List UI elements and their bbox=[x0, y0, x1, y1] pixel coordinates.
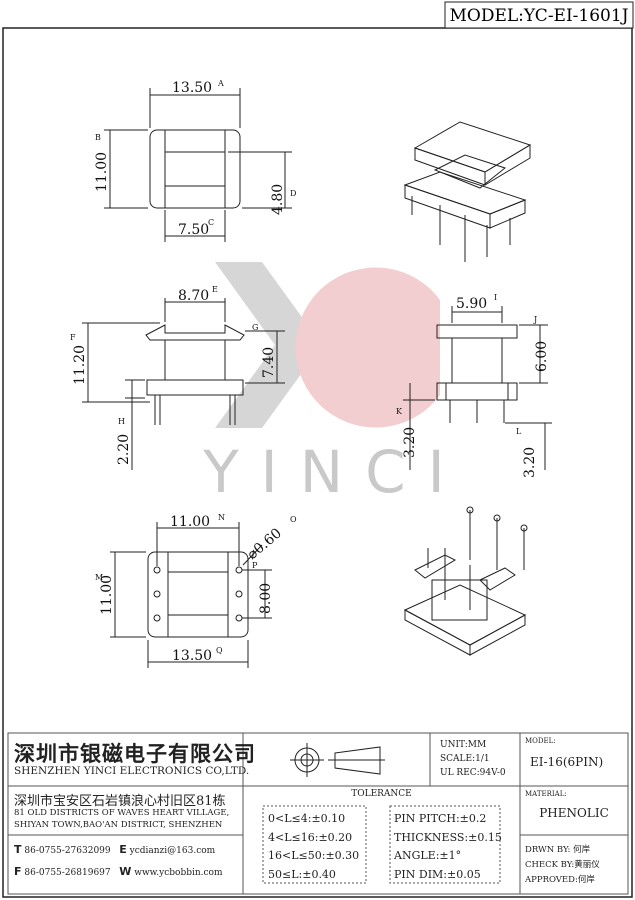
address-cn: 深圳市宝安区石岩镇浪心村旧区81栋 bbox=[14, 794, 226, 809]
model-value: EI-16(6PIN) bbox=[530, 755, 604, 769]
dim-m: 11.00 bbox=[99, 575, 115, 615]
isometric-view-top bbox=[403, 121, 532, 262]
dim-p: 8.00 bbox=[258, 583, 274, 614]
sheet-border bbox=[2, 27, 633, 898]
material-value: PHENOLIC bbox=[539, 806, 609, 820]
dim-h: 2.20 bbox=[116, 434, 132, 465]
dim-b-tag: B bbox=[95, 133, 101, 142]
approval-block: DRWN BY: 何岸 CHECK BY:黄丽仪 APPROVED:何岸 bbox=[525, 843, 600, 888]
model-header-box bbox=[444, 1, 634, 29]
tolerance-item: 4<L≤16:±0.20 bbox=[268, 830, 353, 844]
dim-k: 3.20 bbox=[402, 427, 418, 458]
dim-g-tag: G bbox=[252, 323, 258, 332]
dim-o-tag: O bbox=[290, 515, 297, 524]
isometric-view-bottom bbox=[403, 506, 528, 656]
address-en-1: 81 OLD DISTRICTS OF WAVES HEART VILLAGE, bbox=[14, 808, 230, 818]
website[interactable]: www.ycbobbin.com bbox=[134, 868, 223, 878]
dimension-labels: 13.50 A 11.00 B 7.50 C 4.80 D 8.70 E 11.… bbox=[70, 79, 550, 664]
web-label: W bbox=[119, 865, 132, 878]
dim-k-tag: K bbox=[396, 407, 403, 416]
watermark-text: YINCI bbox=[202, 438, 467, 506]
dim-c: 7.50 bbox=[178, 222, 209, 238]
dim-n: 11.00 bbox=[170, 514, 210, 530]
ul-rec: UL REC:94V-0 bbox=[440, 768, 506, 778]
front-view bbox=[82, 298, 285, 470]
side-view bbox=[403, 306, 552, 470]
drawn-by: DRWN BY: 何岸 bbox=[525, 845, 591, 855]
fax-number: 86-0755-26819697 bbox=[24, 868, 111, 878]
material-label: MATERIAL: bbox=[525, 790, 567, 798]
fax-label: F bbox=[14, 865, 22, 878]
dim-q: 13.50 bbox=[172, 648, 212, 664]
dim-g: 7.40 bbox=[261, 347, 277, 378]
dim-b: 11.00 bbox=[94, 152, 110, 192]
dim-i-tag: I bbox=[494, 293, 497, 302]
company-name-cn: 深圳市银磁电子有限公司 bbox=[14, 741, 256, 766]
dim-d: 4.80 bbox=[270, 184, 286, 215]
unit-scale-block: UNIT:MM SCALE:1/1 UL REC:94V-0 bbox=[440, 738, 506, 780]
dim-q-tag: Q bbox=[216, 646, 223, 655]
top-view bbox=[104, 88, 292, 242]
dim-a: 13.50 bbox=[172, 80, 212, 96]
email-address[interactable]: ycdianzi@163.com bbox=[129, 846, 216, 856]
tolerance-item: 16<L≤50:±0.30 bbox=[268, 849, 360, 862]
tolerance-other-list: PIN PITCH:±0.2 THICKNESS:±0.15 ANGLE:±1°… bbox=[394, 810, 502, 884]
dim-l-tag: L bbox=[516, 427, 522, 436]
model-header: MODEL:YC-EI-1601J bbox=[449, 6, 628, 26]
phone-label: T bbox=[14, 843, 22, 856]
dim-o: ⌀0.60 bbox=[244, 525, 285, 563]
tolerance-length-list: 0<L≤4:±0.10 4<L≤16:±0.20 16<L≤50:±0.30 5… bbox=[268, 810, 359, 884]
dim-f-tag: F bbox=[70, 333, 76, 342]
phone-number: 86-0755-27632099 bbox=[24, 846, 111, 856]
dim-m-tag: M bbox=[95, 573, 103, 582]
dim-h-tag: H bbox=[118, 417, 125, 426]
tolerance-item: THICKNESS:±0.15 bbox=[394, 830, 502, 844]
dim-n-tag: N bbox=[218, 513, 225, 522]
email-label: E bbox=[119, 843, 127, 856]
dim-i: 5.90 bbox=[456, 296, 487, 312]
dim-e-tag: E bbox=[212, 285, 218, 294]
tolerance-item: PIN PITCH:±0.2 bbox=[394, 812, 487, 825]
approved-by: APPROVED:何岸 bbox=[525, 875, 595, 885]
dim-e: 8.70 bbox=[178, 288, 209, 304]
fax-row: F 86-0755-26819697 W www.ycbobbin.com bbox=[14, 865, 223, 878]
phone-row: T 86-0755-27632099 E ycdianzi@163.com bbox=[14, 843, 215, 856]
check-by: CHECK BY:黄丽仪 bbox=[525, 860, 600, 870]
dim-p-tag: P bbox=[252, 561, 258, 570]
dim-a-tag: A bbox=[217, 79, 224, 88]
dim-j: 6.00 bbox=[534, 341, 550, 372]
scale: SCALE:1/1 bbox=[440, 754, 490, 764]
tolerance-title: TOLERANCE bbox=[351, 789, 412, 799]
yinci-watermark-logo: YINCI bbox=[202, 262, 467, 506]
address-en-2: SHIYAN TOWN,BAO'AN DISTRICT, SHENZHEN bbox=[14, 820, 223, 830]
tolerance-item: PIN DIM:±0.05 bbox=[394, 867, 481, 881]
tolerance-item: ANGLE:±1° bbox=[394, 849, 462, 862]
title-block-grid bbox=[7, 732, 629, 895]
bottom-view bbox=[110, 522, 272, 668]
tolerance-item: 0<L≤4:±0.10 bbox=[268, 812, 346, 825]
dim-c-tag: C bbox=[208, 218, 214, 227]
dim-f: 11.20 bbox=[72, 345, 88, 385]
projection-symbol-icon bbox=[290, 743, 385, 777]
tolerance-item: 50≤L:±0.40 bbox=[268, 867, 336, 881]
company-name-en: SHENZHEN YINCI ELECTRONICS CO,LTD. bbox=[14, 765, 250, 777]
dim-j-tag: J bbox=[533, 315, 537, 324]
model-label: MODEL: bbox=[525, 737, 556, 745]
unit: UNIT:MM bbox=[440, 740, 487, 750]
dim-l: 3.20 bbox=[522, 447, 538, 478]
dim-d-tag: D bbox=[290, 189, 296, 198]
